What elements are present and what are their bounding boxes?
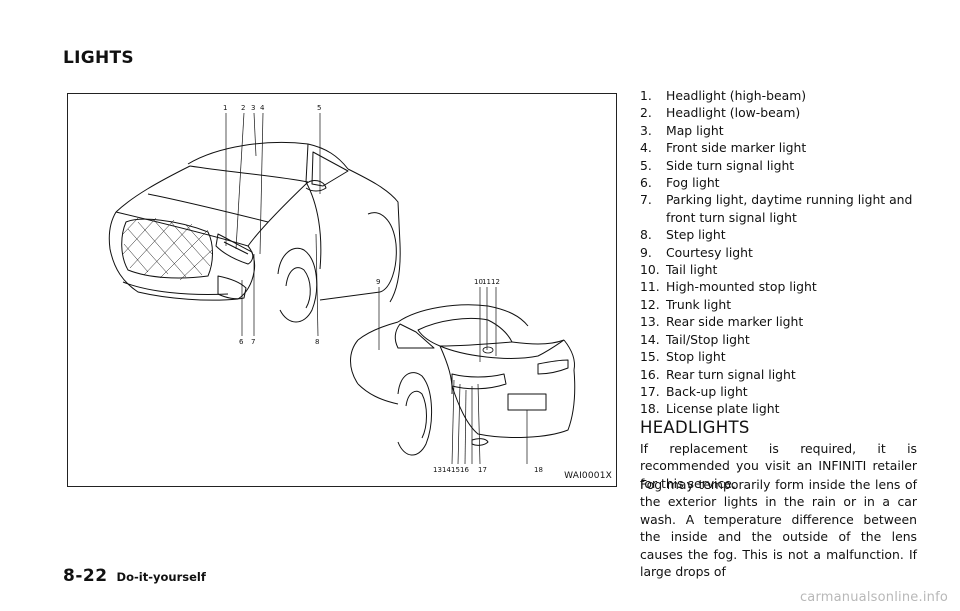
legend-item-text: Courtesy light xyxy=(666,244,753,260)
callout-5: 5 xyxy=(317,104,321,112)
callout-17: 17 xyxy=(478,466,487,474)
legend-item: 15. Stop light xyxy=(640,348,915,365)
callout-6: 6 xyxy=(239,338,244,346)
callout-8: 8 xyxy=(315,338,319,346)
legend-item: 9. Courtesy light xyxy=(640,244,915,261)
legend-item-text: Tail/Stop light xyxy=(666,331,750,347)
front-car-drawing xyxy=(108,141,401,323)
legend-item-number: 6. xyxy=(640,175,652,191)
lights-figure: 1 2 3 4 5 6 7 8 9 10 11 12 13 14 15 16 1… xyxy=(67,93,617,487)
callout-leaders xyxy=(225,112,528,465)
legend-item-text: Back-up light xyxy=(666,383,748,399)
legend-item: 7. Parking light, daytime running light a… xyxy=(640,191,915,226)
legend-item: 12. Trunk light xyxy=(640,296,915,313)
figure-code: WAI0001X xyxy=(564,471,612,481)
lights-legend: 1. Headlight (high-beam) 2. Headlight (low-… xyxy=(640,87,915,418)
callout-3: 3 xyxy=(251,104,255,112)
legend-item: 5. Side turn signal light xyxy=(640,157,915,174)
legend-item-number: 13. xyxy=(640,314,660,330)
headlights-paragraph-1: If replacement is required, it is recomm… xyxy=(640,441,917,491)
page-footer: 8-22 Do-it-yourself xyxy=(63,566,206,586)
legend-item: 11. High-mounted stop light xyxy=(640,278,915,295)
legend-item-number: 11. xyxy=(640,279,660,295)
legend-item-text: Fog light xyxy=(666,175,720,191)
legend-item-number: 17. xyxy=(640,383,660,399)
legend-item: 13. Rear side marker light xyxy=(640,313,915,330)
legend-item-number: 15. xyxy=(640,349,660,365)
legend-item-number: 18. xyxy=(640,401,660,417)
callout-16: 16 xyxy=(460,466,469,474)
callout-9: 9 xyxy=(376,278,380,286)
rear-car-drawing xyxy=(350,304,576,456)
legend-item-text: Tail light xyxy=(666,262,718,278)
legend-item: 1. Headlight (high-beam) xyxy=(640,87,915,104)
legend-item-text: Side turn signal light xyxy=(666,157,795,173)
legend-item-text: Parking light, daytime running light and… xyxy=(666,192,913,225)
legend-item: 2. Headlight (low-beam) xyxy=(640,104,915,121)
legend-item-number: 9. xyxy=(640,244,652,260)
legend-item: 6. Fog light xyxy=(640,174,915,191)
callout-12: 12 xyxy=(491,278,500,286)
legend-item: 17. Back-up light xyxy=(640,383,915,400)
callout-18: 18 xyxy=(534,466,543,474)
legend-item: 8. Step light xyxy=(640,226,915,243)
legend-item: 14. Tail/Stop light xyxy=(640,331,915,348)
callout-15: 15 xyxy=(451,466,460,474)
callout-10: 10 xyxy=(474,278,483,286)
legend-item-number: 14. xyxy=(640,331,660,347)
legend-item-text: High-mounted stop light xyxy=(666,279,817,295)
legend-item-text: Step light xyxy=(666,227,726,243)
legend-item-text: Headlight (high-beam) xyxy=(666,88,807,103)
callout-labels: 1 2 3 4 5 6 7 8 9 10 11 12 13 14 15 16 1… xyxy=(223,104,543,474)
legend-item-text: Rear turn signal light xyxy=(666,366,796,382)
legend-item: 10. Tail light xyxy=(640,261,915,278)
trunk-emblem xyxy=(482,346,494,354)
legend-item-text: License plate light xyxy=(666,401,780,417)
legend-item: 16. Rear turn signal light xyxy=(640,366,915,383)
legend-item-text: Front side marker light xyxy=(666,140,807,156)
callout-7: 7 xyxy=(251,338,255,346)
headlights-heading: HEADLIGHTS xyxy=(640,418,750,437)
legend-item-number: 5. xyxy=(640,157,652,173)
legend-item-text: Trunk light xyxy=(666,296,732,312)
page-number: 8-22 xyxy=(63,566,108,586)
legend-item: 18. License plate light xyxy=(640,400,915,417)
callout-1: 1 xyxy=(223,104,227,112)
watermark: carmanualsonline.info xyxy=(799,590,948,605)
legend-item-number: 10. xyxy=(640,262,660,278)
grille-mesh xyxy=(122,217,213,281)
callout-13: 13 xyxy=(433,466,442,474)
legend-item-text: Map light xyxy=(666,122,724,138)
legend-item: 3. Map light xyxy=(640,122,915,139)
legend-item-text: Stop light xyxy=(666,349,726,365)
legend-item-number: 4. xyxy=(640,140,652,156)
legend-item-number: 3. xyxy=(640,122,652,138)
section-title: LIGHTS xyxy=(63,48,134,68)
callout-4: 4 xyxy=(260,104,265,112)
legend-item-number: 7. xyxy=(640,192,652,208)
legend-item-number: 8. xyxy=(640,227,652,243)
legend-item-number: 12. xyxy=(640,296,660,312)
callout-14: 14 xyxy=(442,466,451,474)
legend-item-number: 16. xyxy=(640,366,660,382)
callout-2: 2 xyxy=(241,104,245,112)
car-lights-diagram: 1 2 3 4 5 6 7 8 9 10 11 12 13 14 15 16 1… xyxy=(108,104,576,474)
legend-item: 4. Front side marker light xyxy=(640,139,915,156)
callout-11: 11 xyxy=(482,278,491,286)
legend-item-text: Headlight (low-beam) xyxy=(666,105,801,121)
legend-item-number: 2. xyxy=(640,105,652,121)
headlights-paragraph-2: Fog may temporarily form inside the lens… xyxy=(640,477,917,580)
legend-item-text: Rear side marker light xyxy=(666,314,804,330)
legend-item-number: 1. xyxy=(640,88,652,103)
chapter-title: Do-it-yourself xyxy=(116,570,206,584)
